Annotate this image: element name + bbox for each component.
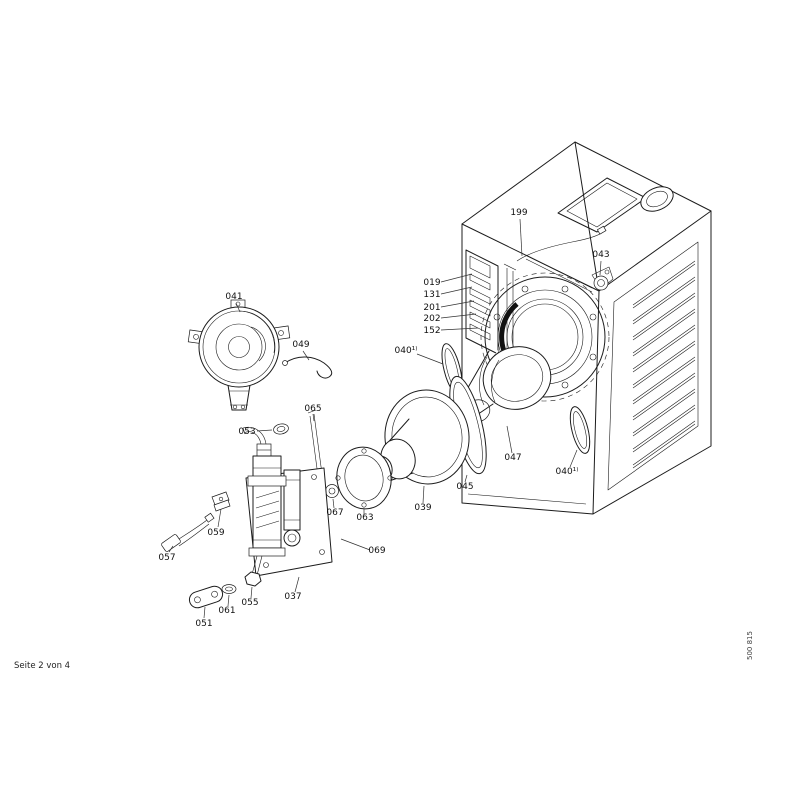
air-hose-049 — [282, 356, 333, 379]
washer-067 — [325, 484, 339, 498]
leader-line — [250, 586, 253, 599]
control-panel — [465, 249, 499, 355]
part-label: 069 — [368, 546, 385, 556]
capillary-tube — [516, 231, 604, 262]
flange-ring-063 — [335, 446, 393, 510]
leader-line — [256, 429, 273, 432]
part-label: 199 — [510, 208, 527, 218]
leader-line — [464, 474, 468, 483]
leader-line — [217, 508, 222, 528]
part-label: 053 — [238, 427, 255, 437]
part-label: 131 — [423, 290, 440, 300]
top-hatch — [557, 177, 647, 233]
clip-059 — [211, 491, 231, 512]
part-label: 040¹⁾ — [556, 467, 579, 477]
louver-slats — [632, 260, 696, 469]
leader-line — [440, 286, 473, 295]
part-label: 057 — [158, 553, 175, 563]
cabinet-edges — [461, 141, 712, 515]
drawing-number: 500 815 — [746, 631, 754, 660]
leader-line — [416, 353, 444, 365]
pump-side-cylinder — [283, 469, 301, 547]
part-label: 043 — [592, 250, 609, 260]
flange-051 — [188, 585, 224, 609]
part-label: 049 — [292, 340, 309, 350]
part-label: 051 — [195, 619, 212, 629]
part-label: 040¹⁾ — [395, 346, 418, 356]
cabinet-outline — [461, 141, 712, 515]
leader-line — [294, 576, 300, 593]
leader-line — [340, 538, 371, 551]
part-label: 063 — [356, 513, 373, 523]
gasket-040-right — [569, 406, 591, 454]
leader-line — [302, 350, 310, 361]
fan-outlet-spout — [227, 384, 251, 411]
cable-057 — [161, 512, 215, 552]
part-label: 065 — [304, 404, 321, 414]
page-number: Seite 2 von 4 — [14, 661, 70, 671]
part-label: 019 — [423, 278, 440, 288]
part-label: 061 — [218, 606, 235, 616]
part-label: 202 — [423, 314, 440, 324]
part-label: 067 — [326, 508, 343, 518]
leader-line — [203, 606, 206, 619]
louver-panel — [607, 241, 699, 491]
leader-line — [332, 498, 335, 509]
leader-line — [227, 594, 230, 607]
pump-body — [247, 455, 287, 580]
ring-053 — [273, 423, 289, 435]
part-label: 039 — [414, 503, 431, 513]
leader-line — [569, 449, 578, 468]
corner-fitting-043 — [591, 266, 614, 291]
pump-assembly — [161, 426, 333, 609]
callouts: 041 049 065 053 059 057 051 061 055 037 069 067 063 0… — [158, 208, 609, 629]
leader-line — [168, 545, 174, 553]
part-label: 055 — [241, 598, 258, 608]
leader-line — [440, 300, 475, 308]
leader-line — [440, 313, 477, 319]
washer-061 — [221, 584, 237, 594]
pump-top-fitting — [242, 426, 272, 457]
flue-collar — [640, 186, 674, 212]
leader-line — [235, 302, 241, 313]
leader-line — [440, 273, 473, 283]
leader-line — [422, 485, 425, 504]
louver-panel-frame — [607, 241, 699, 491]
part-label: 037 — [284, 592, 301, 602]
fan-scroll — [238, 310, 275, 362]
part-label: 047 — [504, 453, 521, 463]
boiler-cabinet — [461, 141, 712, 515]
front-face-details — [503, 225, 607, 355]
part-label: 201 — [423, 303, 440, 313]
leader-line — [440, 327, 479, 331]
rod-065 — [307, 409, 324, 478]
part-label: 045 — [456, 482, 473, 492]
leader-line — [506, 425, 513, 454]
cabinet-plinth-line — [467, 493, 587, 505]
leader-line — [519, 218, 523, 257]
leader-line — [312, 413, 315, 422]
leader-line — [599, 260, 602, 276]
nut-055 — [244, 571, 262, 587]
part-label: 152 — [423, 326, 440, 336]
tube-clip — [596, 225, 607, 235]
part-label: 059 — [207, 528, 224, 538]
part-label: 041 — [225, 292, 242, 302]
fan-assembly-041 — [187, 299, 291, 411]
